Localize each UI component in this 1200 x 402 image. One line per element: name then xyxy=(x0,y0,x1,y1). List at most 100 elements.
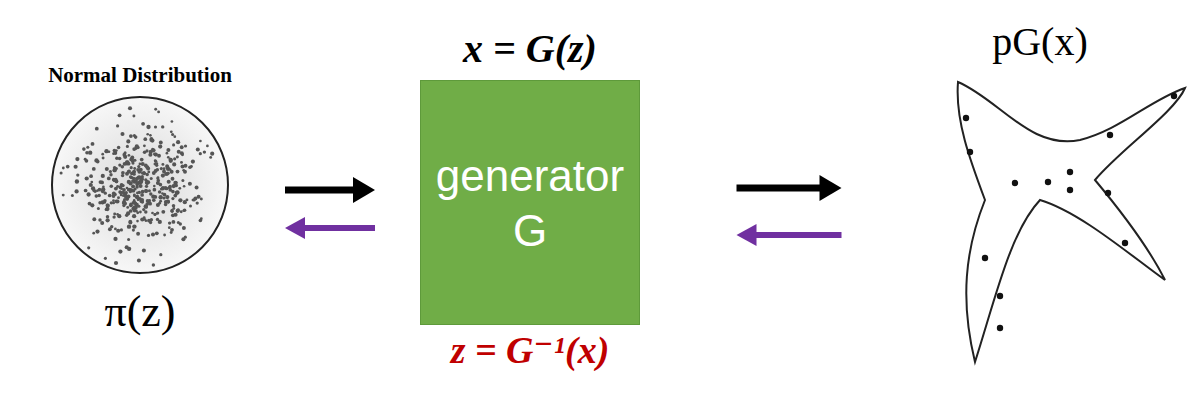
distribution-shape xyxy=(938,18,1190,380)
sample-dot xyxy=(150,177,153,180)
sample-dot xyxy=(92,189,95,192)
sample-dot xyxy=(112,215,115,218)
sample-dot xyxy=(62,194,65,197)
sample-dot xyxy=(144,189,148,193)
sample-dot xyxy=(997,325,1003,331)
sample-dot xyxy=(1067,169,1073,175)
box-label: generator G xyxy=(436,148,624,258)
sample-dot xyxy=(92,217,96,221)
distribution-symbol: π(z) xyxy=(104,288,175,336)
sample-dot xyxy=(92,167,96,171)
sample-dot xyxy=(149,138,153,142)
sample-dot xyxy=(148,199,151,202)
sample-dot xyxy=(142,248,146,252)
sample-dot xyxy=(182,226,186,230)
sample-dot xyxy=(166,152,169,155)
sample-dot xyxy=(183,185,186,188)
sample-dot xyxy=(196,201,199,204)
sample-dot xyxy=(164,186,167,189)
sample-dot xyxy=(105,167,109,171)
sample-dot xyxy=(176,209,180,213)
sample-dot xyxy=(170,209,173,212)
sample-dot xyxy=(118,249,122,253)
sample-dot xyxy=(127,225,131,229)
sample-dot xyxy=(196,147,200,151)
sample-dot xyxy=(113,213,116,216)
sample-dot xyxy=(164,203,168,207)
sample-dot xyxy=(86,146,89,149)
sample-dot xyxy=(101,201,104,204)
sample-dot xyxy=(159,253,162,256)
sample-dot xyxy=(132,229,135,232)
sample-dot xyxy=(123,162,127,166)
sample-dot xyxy=(209,156,212,159)
sample-dot xyxy=(179,222,182,225)
sample-dot xyxy=(133,193,136,196)
sample-dot xyxy=(137,205,140,208)
sample-dot xyxy=(157,154,161,158)
sample-dot xyxy=(137,259,141,263)
sample-dot xyxy=(95,194,98,197)
sample-dot xyxy=(120,132,124,136)
sample-dot xyxy=(129,175,132,178)
sample-dot xyxy=(128,154,131,157)
shape-outline xyxy=(958,82,1185,362)
sample-dot xyxy=(151,212,154,215)
sample-dot xyxy=(74,189,78,193)
sample-dot xyxy=(162,196,165,199)
sample-dot xyxy=(132,224,136,228)
sample-dot xyxy=(101,153,104,156)
sample-dot xyxy=(176,140,180,144)
sample-dot xyxy=(144,164,148,168)
sample-dot xyxy=(155,231,159,235)
sample-dot xyxy=(97,194,101,198)
sample-dot xyxy=(197,195,201,199)
sample-dot xyxy=(139,211,142,214)
sample-dot xyxy=(103,199,107,203)
sample-dot xyxy=(188,182,192,186)
sample-dot xyxy=(127,188,130,191)
sample-dot xyxy=(184,144,187,147)
sample-dot xyxy=(129,134,133,138)
sample-dot xyxy=(156,177,159,180)
sample-dot xyxy=(1012,180,1018,186)
sample-dot xyxy=(171,120,174,123)
sample-dot xyxy=(170,210,173,213)
sample-dot xyxy=(150,218,153,221)
flow-arrow xyxy=(737,224,842,246)
sample-dot xyxy=(167,201,170,204)
sample-dot xyxy=(91,142,95,146)
sample-dot xyxy=(153,185,156,188)
sample-dot xyxy=(161,163,164,166)
sample-dot xyxy=(95,127,99,131)
distribution-heading: pG(x) xyxy=(992,20,1088,64)
sample-dot xyxy=(140,158,144,162)
sample-dot xyxy=(107,177,111,181)
arrow-shaft xyxy=(285,187,355,194)
sample-dot xyxy=(178,198,182,202)
sample-dot xyxy=(129,202,132,205)
sample-dot xyxy=(168,226,171,229)
sample-dot xyxy=(109,173,112,176)
sample-dot xyxy=(96,160,100,164)
sample-dot xyxy=(173,157,176,160)
sample-dot xyxy=(99,180,103,184)
sample-dot xyxy=(165,187,169,191)
arrow-shaft xyxy=(755,232,842,238)
sample-dot xyxy=(180,165,184,169)
sample-dot xyxy=(116,124,119,127)
sample-dot xyxy=(137,165,140,168)
sample-dot xyxy=(1122,240,1128,246)
sample-dot xyxy=(146,125,150,129)
sample-dot xyxy=(132,147,136,151)
sample-dot xyxy=(82,147,86,151)
sample-dot xyxy=(174,183,178,187)
sample-dot xyxy=(159,195,163,199)
sample-dot xyxy=(157,176,160,179)
sample-dot xyxy=(143,137,147,141)
sample-dot xyxy=(148,153,152,157)
sample-dot xyxy=(161,174,165,178)
sample-dot xyxy=(152,198,156,202)
sample-dot xyxy=(160,167,163,170)
